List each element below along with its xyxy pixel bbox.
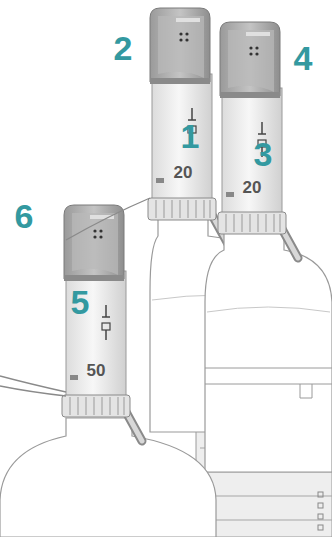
- bottle: [205, 232, 332, 472]
- dispenser: [148, 8, 228, 244]
- callout-number: 2: [114, 31, 133, 65]
- bottle: [0, 418, 216, 537]
- callout-number: 5: [71, 285, 90, 319]
- volume-marking: 50: [87, 362, 106, 379]
- volume-marking: 20: [174, 164, 193, 181]
- callout-number: 3: [254, 137, 273, 171]
- callout-number: 6: [15, 199, 34, 233]
- volume-marking: 20: [243, 179, 262, 196]
- callout-number: 1: [181, 119, 200, 153]
- callout-number: 4: [294, 41, 313, 75]
- tubing: [0, 198, 150, 396]
- dispenser: [218, 22, 298, 258]
- dispenser: [62, 205, 142, 441]
